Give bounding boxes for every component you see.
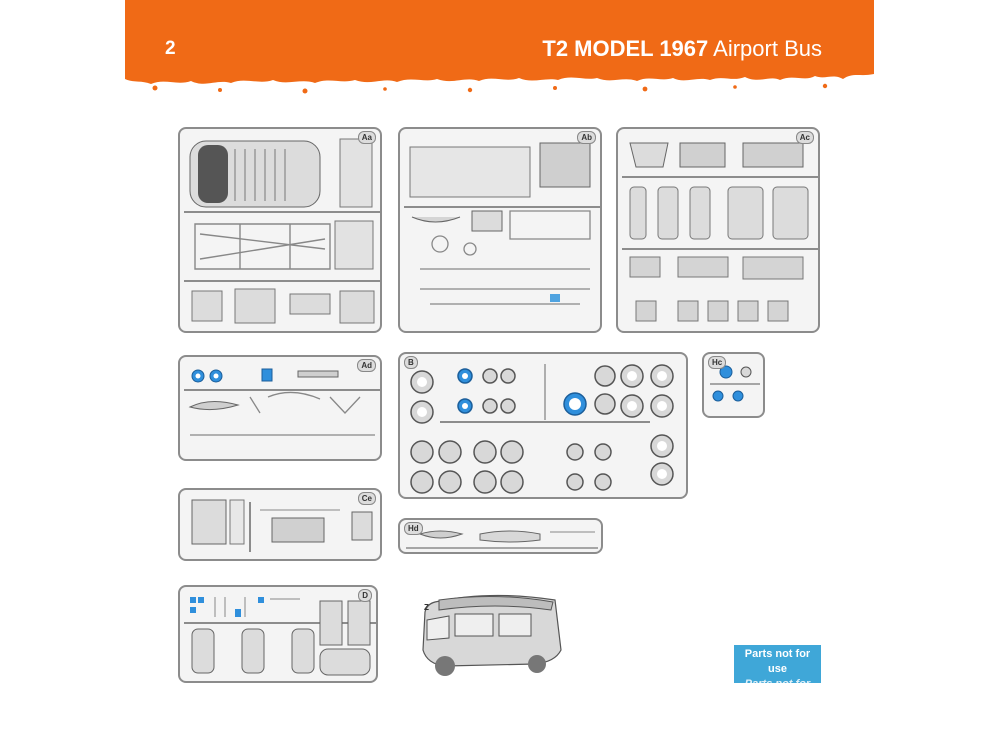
sprue-hc-label: Hc xyxy=(708,356,727,369)
sprue-aa: Aa xyxy=(178,127,382,333)
body-shell-illustration xyxy=(415,590,565,680)
sprue-d: D xyxy=(178,585,378,683)
sprue-ce-label: Ce xyxy=(357,492,376,505)
sprue-hc-parts xyxy=(710,365,760,402)
sprue-aa-parts xyxy=(184,138,380,324)
sprue-ce: Ce xyxy=(178,488,382,561)
sprue-b-parts xyxy=(410,364,674,494)
sprue-ad-label: Ad xyxy=(357,359,376,372)
sprue-d-label: D xyxy=(358,589,372,602)
page-title: T2 MODEL 1967 Airport Bus xyxy=(542,36,822,62)
sprue-ce-parts xyxy=(191,499,373,552)
sprue-aa-label: Aa xyxy=(357,131,376,144)
page-number: 2 xyxy=(165,38,176,59)
page-title-subtitle: Airport Bus xyxy=(713,36,822,61)
sprue-hd-label: Hd xyxy=(404,522,423,535)
sprue-d-parts xyxy=(184,597,376,676)
sprue-ac-label: Ac xyxy=(795,131,814,144)
parts-not-for-use-notice: Parts not for use Parts not for use xyxy=(734,645,821,705)
notice-text-mirror: Parts not for use xyxy=(744,678,811,705)
page-title-model: T2 MODEL 1967 xyxy=(542,36,709,61)
sprue-hc: Hc xyxy=(702,352,765,418)
notice-text: Parts not for use xyxy=(744,648,811,675)
paint-splash-banner xyxy=(125,0,874,94)
sprue-hd-parts xyxy=(406,530,598,549)
sprue-ab: Ab xyxy=(398,127,602,333)
van-body-shell xyxy=(422,594,562,676)
sprue-ab-parts xyxy=(404,142,600,305)
sprue-ad: Ad xyxy=(178,355,382,461)
sprue-ad-parts xyxy=(184,368,380,436)
sprue-ac-parts xyxy=(622,142,818,322)
sprue-ac: Ac xyxy=(616,127,820,333)
sprue-ab-label: Ab xyxy=(577,131,596,144)
header-banner: 2 T2 MODEL 1967 Airport Bus xyxy=(125,0,874,98)
sprue-b: B xyxy=(398,352,688,499)
body-shell-label: Z xyxy=(424,603,429,612)
sprue-b-label: B xyxy=(404,356,418,369)
sprue-hd: Hd xyxy=(398,518,603,554)
